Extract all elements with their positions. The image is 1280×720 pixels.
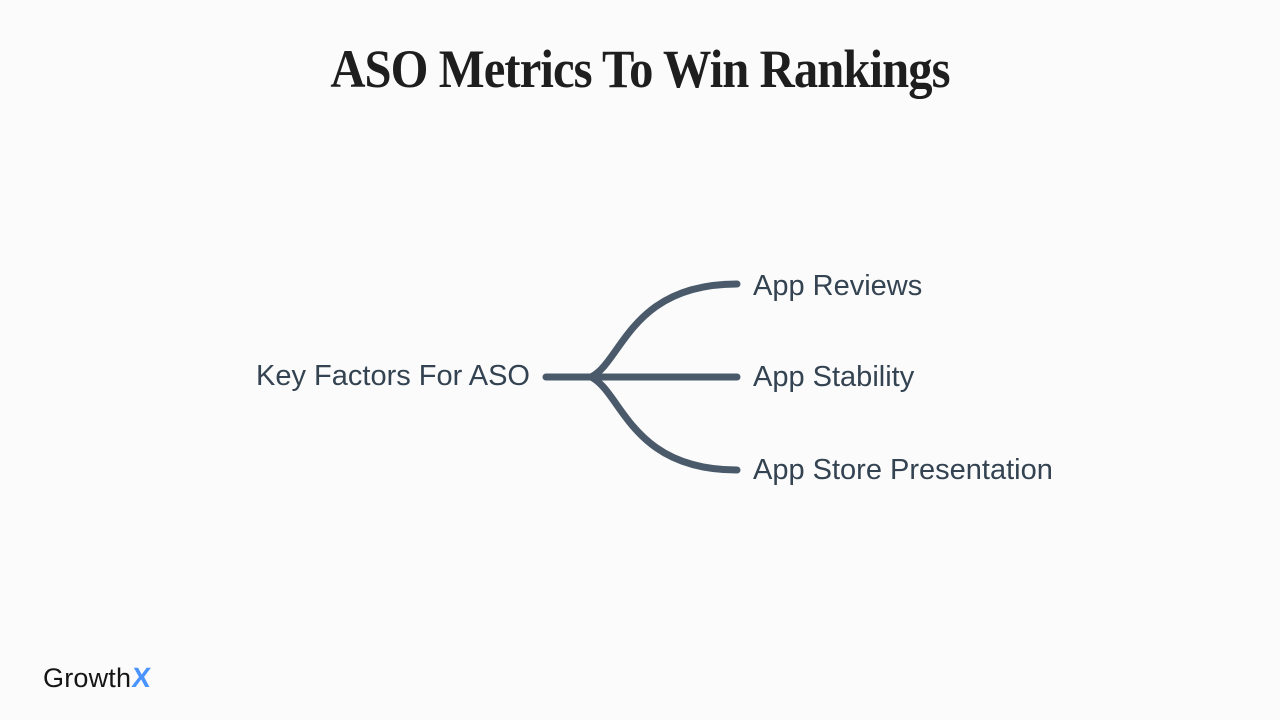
mindmap-child-node-app-store-presentation: App Store Presentation: [753, 453, 1053, 486]
logo-brand-text: Growth: [43, 663, 132, 693]
branch-curve-bottom: [587, 373, 741, 474]
branch-curve-top: [587, 280, 741, 381]
mindmap-child-node-app-stability: App Stability: [753, 360, 915, 393]
logo-accent-x: X: [130, 662, 153, 693]
slide-title: ASO Metrics To Win Rankings: [330, 39, 950, 99]
mindmap-child-node-app-reviews: App Reviews: [753, 269, 923, 302]
growthx-logo: GrowthX: [43, 662, 153, 694]
mindmap-root-node: Key Factors For ASO: [256, 359, 530, 392]
